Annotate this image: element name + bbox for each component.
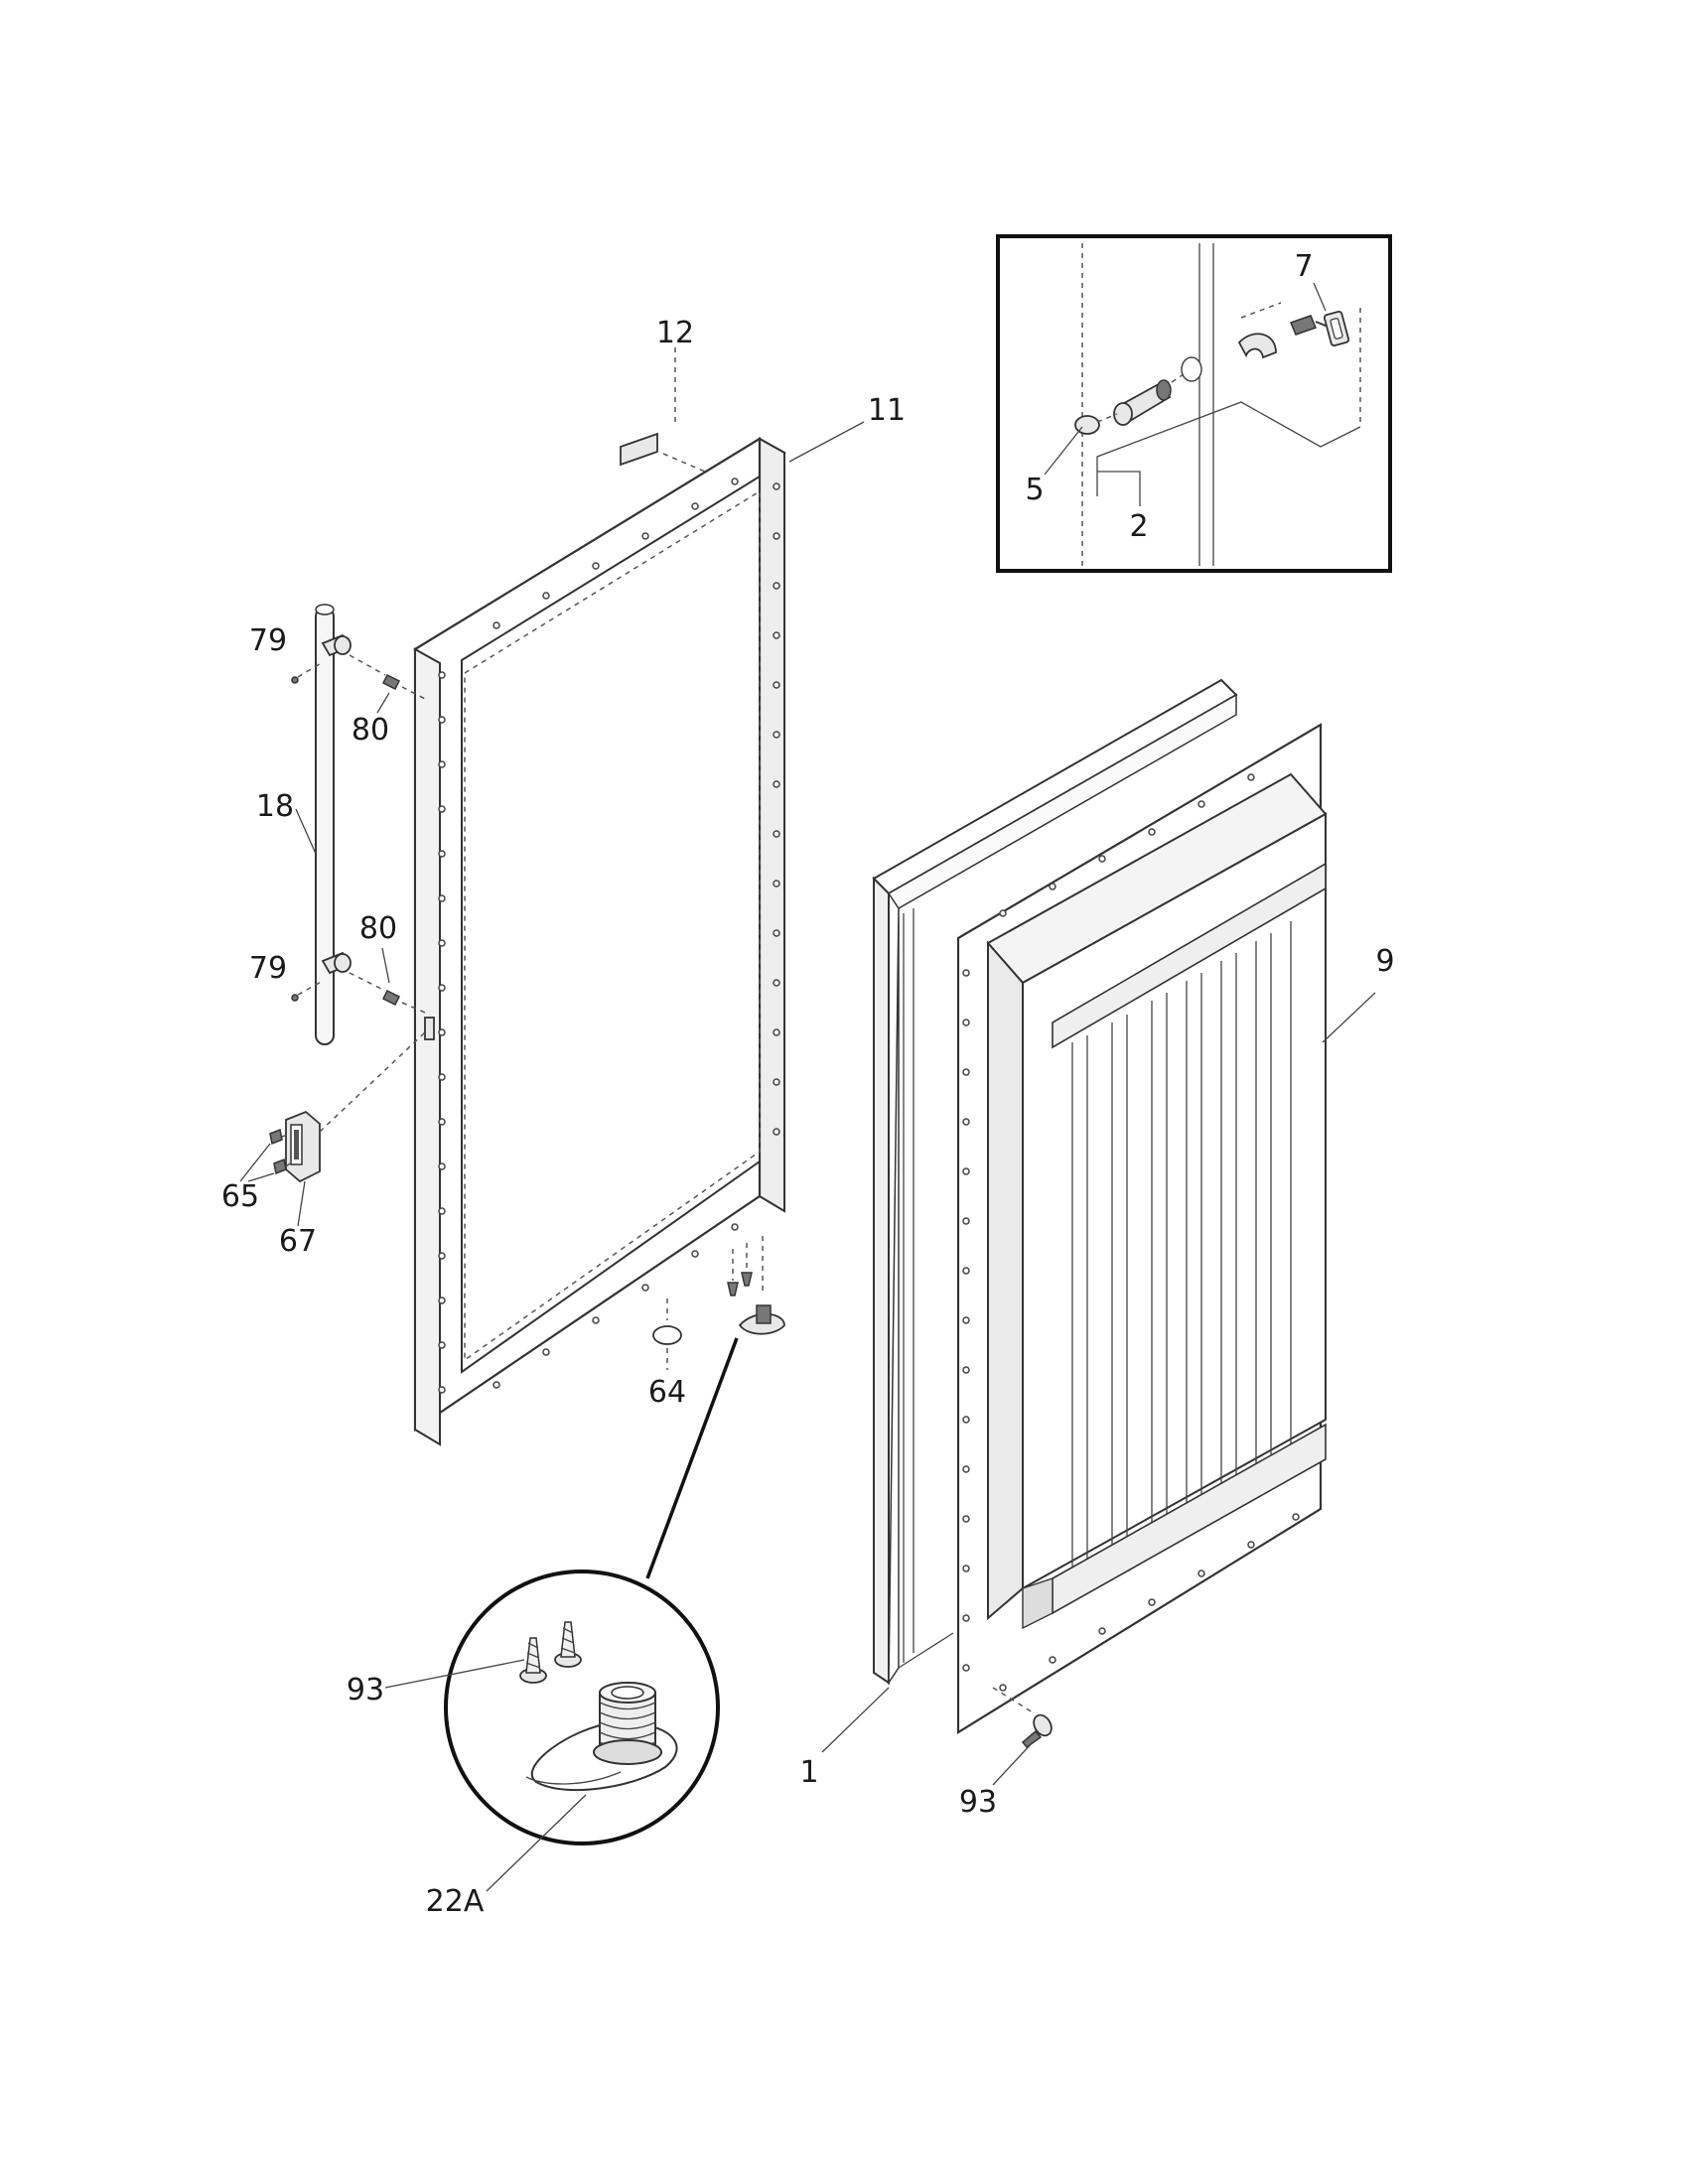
door-handle-part <box>315 604 352 1045</box>
hinge-detail-zoom-circle <box>444 1570 720 1845</box>
door-gasket-part <box>872 678 1238 1686</box>
callout-65: 65 <box>221 1179 259 1214</box>
callout-12: 12 <box>656 316 694 350</box>
callout-2: 2 <box>1129 509 1148 544</box>
callout-7: 7 <box>1294 249 1313 284</box>
liner-screw-holes <box>962 773 1300 1692</box>
callout-64: 64 <box>648 1375 686 1410</box>
lock-detail-inset: 7 5 2 <box>996 234 1392 573</box>
zoom-screw-a <box>519 1637 547 1684</box>
outer-door-panel <box>413 437 786 1446</box>
zoom-screw-b <box>554 1621 582 1668</box>
callout-93-zoom: 93 <box>347 1673 384 1707</box>
callout-79-bottom: 79 <box>249 951 287 986</box>
hinge-cover-part <box>652 1325 682 1345</box>
liner-ribs <box>1071 921 1292 1578</box>
callout-18: 18 <box>256 789 294 824</box>
lock-washer-part <box>1074 415 1100 435</box>
strike-screw-lower <box>273 1158 287 1175</box>
callout-93-liner: 93 <box>959 1785 997 1820</box>
liner-screw-93 <box>1021 1713 1053 1749</box>
callout-80-bottom: 80 <box>359 911 397 946</box>
callout-67: 67 <box>279 1224 317 1259</box>
strike-screw-upper <box>269 1128 283 1146</box>
callout-9: 9 <box>1375 944 1394 979</box>
rating-label-part <box>620 432 658 467</box>
handle-screw-bottom <box>381 989 401 1007</box>
strike-plate-part <box>285 1110 321 1183</box>
callout-22a: 22A <box>426 1884 485 1919</box>
callout-80-top: 80 <box>352 713 389 748</box>
panel-screw-holes <box>438 478 780 1394</box>
callout-1: 1 <box>799 1755 818 1790</box>
callout-79-top: 79 <box>249 623 287 658</box>
handle-screw-top <box>381 673 401 691</box>
lock-cylinder-part <box>1113 356 1202 426</box>
inner-door-liner-part <box>956 723 1328 1734</box>
lock-clip-part <box>1237 333 1277 359</box>
callout-11: 11 <box>868 393 906 428</box>
key-part <box>1290 310 1350 347</box>
callout-5: 5 <box>1025 473 1044 507</box>
